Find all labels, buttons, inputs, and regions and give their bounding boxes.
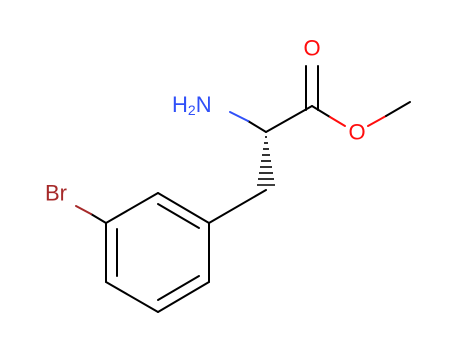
ring-bond-6 (157, 192, 210, 224)
alpha-to-carbonyl-bond (265, 105, 313, 133)
ring-bond-2 (157, 281, 210, 313)
ester-oxygen-to-methyl-bond-red (367, 115, 387, 127)
alpha-to-amine-bond-blue (229, 111, 249, 122)
stereo-hashed-wedge-bond (257, 136, 275, 186)
ring-to-bromine-bond-colored (75, 205, 92, 215)
carbonyl-oxygen-label: O (303, 36, 320, 61)
bromine-label: Br (45, 181, 67, 206)
amine-label: H2N (172, 92, 212, 119)
ring-bond-5 (105, 192, 159, 224)
ester-oxygen-to-methyl-bond-black (385, 101, 411, 117)
carbonyl-to-ester-oxygen-bond-black (311, 105, 331, 118)
methylene-to-ring-bond (208, 189, 267, 224)
ring-inner-bond-2 (157, 275, 200, 301)
ring-inner-bond-1 (157, 203, 200, 229)
ester-oxygen-label: O (348, 120, 365, 145)
ring-to-bromine-bond-black (90, 213, 107, 224)
ring-bond-3 (105, 281, 159, 313)
alpha-to-amine-bond-black (247, 120, 267, 133)
carbonyl-to-ester-oxygen-bond-red (329, 116, 346, 127)
